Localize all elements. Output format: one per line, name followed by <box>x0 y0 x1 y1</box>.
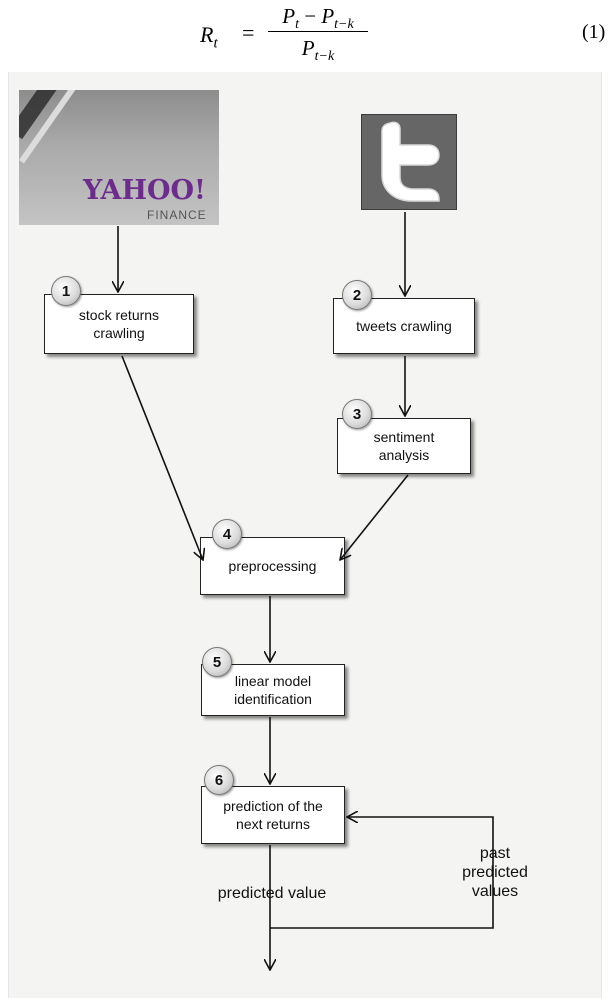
equation-numerator: Pt − Pt−k <box>268 2 368 33</box>
equation-fraction: Pt − Pt−k Pt−k <box>268 2 368 65</box>
equation-lhs-subscript: t <box>213 35 218 52</box>
numerator-term-b: P <box>321 4 335 28</box>
predicted-value-label: predicted value <box>217 885 327 902</box>
flow-diagram-panel: YAHOO! FINANCE stock returns crawling 1 … <box>8 72 602 998</box>
equation-equals-sign: = <box>242 20 255 45</box>
twitter-logo <box>361 114 457 210</box>
step-label: preprocessing <box>228 558 317 574</box>
step-label: linear model identification <box>234 673 312 707</box>
step-label: stock returns crawling <box>78 307 160 341</box>
step-number-badge: 6 <box>204 765 234 795</box>
step-number-badge: 2 <box>342 280 372 310</box>
equation-lhs: Rt <box>200 22 218 52</box>
step-number-badge: 1 <box>51 276 81 306</box>
arrow-step3-to-step4 <box>340 474 409 560</box>
numerator-term-a: P <box>282 4 296 28</box>
step-number-badge: 4 <box>212 519 242 549</box>
arrow-feedback-loop <box>270 817 494 929</box>
step-label: prediction of the next returns <box>223 798 323 832</box>
arrow-step1-to-step4 <box>121 355 203 560</box>
fraction-bar <box>268 31 368 32</box>
step-number-badge: 5 <box>202 647 232 677</box>
equation-denominator: Pt−k <box>268 34 368 65</box>
step-label: tweets crawling <box>356 318 452 334</box>
step-label: sentiment analysis <box>373 429 435 463</box>
past-predicted-values-label: past predicted values <box>462 845 528 900</box>
step-number-badge: 3 <box>342 399 372 429</box>
yahoo-logo-word: YAHOO! <box>83 175 206 206</box>
twitter-t-icon <box>381 121 440 202</box>
numerator-term-b-subscript: t−k <box>334 17 354 33</box>
numerator-term-a-subscript: t <box>295 17 299 33</box>
step-prediction-next-returns: prediction of the next returns <box>201 786 345 844</box>
denominator-term: P <box>301 36 315 60</box>
numerator-minus: − <box>298 4 322 28</box>
denominator-subscript: t−k <box>314 49 335 65</box>
yahoo-finance-logo: YAHOO! FINANCE <box>19 90 219 225</box>
equation-lhs-variable: R <box>200 22 214 47</box>
equation-number: (1) <box>582 21 606 43</box>
equation: Rt = Pt − Pt−k Pt−k (1) <box>0 0 612 80</box>
yahoo-logo-subtitle: FINANCE <box>147 208 207 222</box>
